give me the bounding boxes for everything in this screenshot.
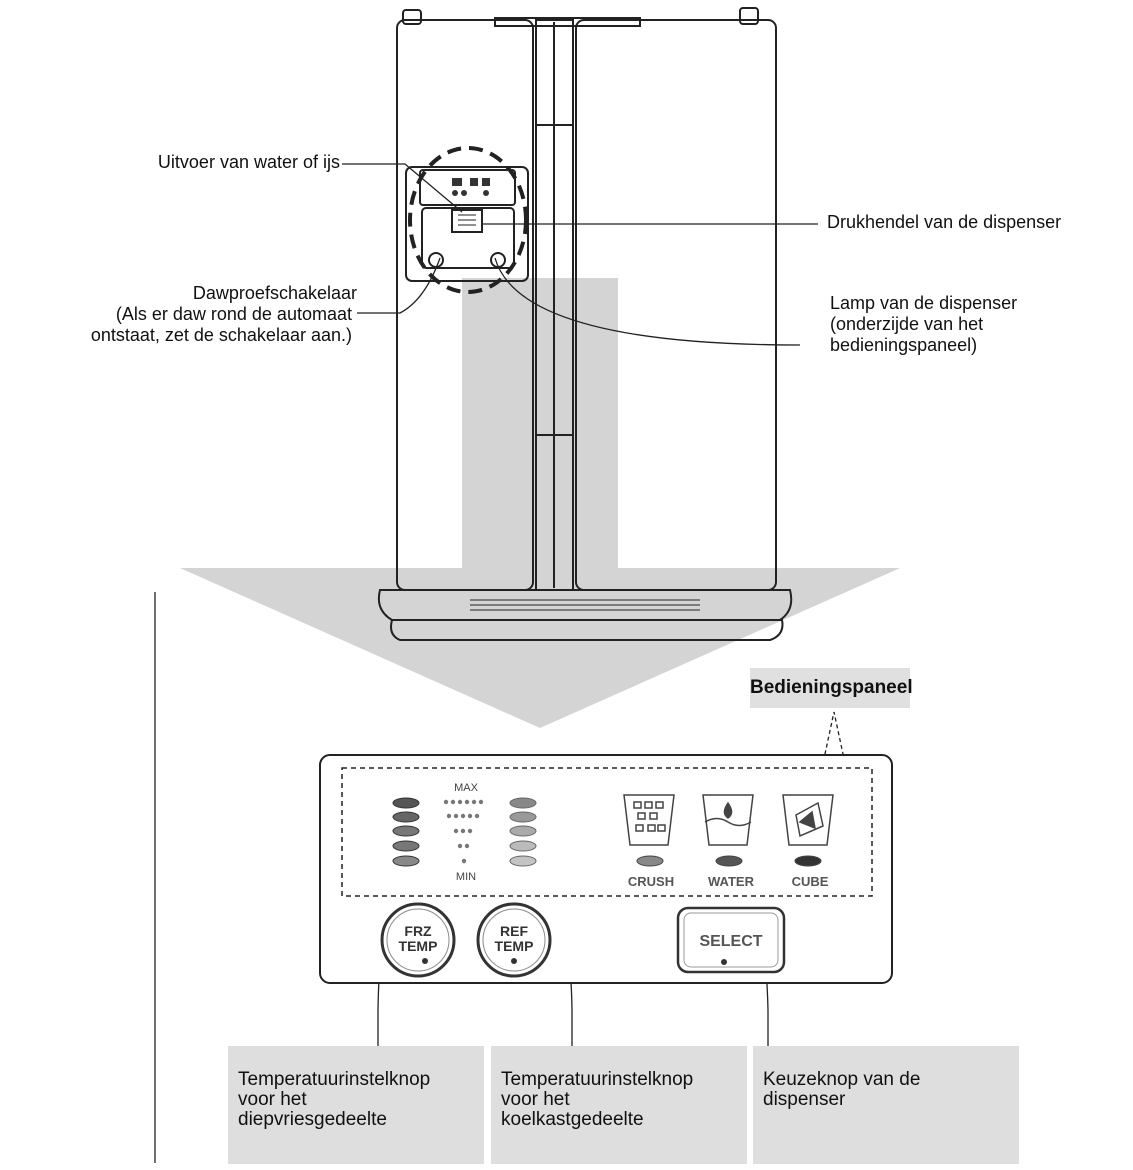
select-description: Keuzeknop van de dispenser xyxy=(753,1046,1019,1164)
select-button-label: SELECT xyxy=(699,933,762,950)
mode-crush-label: CRUSH xyxy=(628,874,674,889)
select-button[interactable]: SELECT xyxy=(676,906,786,974)
max-label: MAX xyxy=(454,782,479,794)
ref-temp-line1: REF xyxy=(500,923,528,939)
panel-display-area xyxy=(341,767,873,897)
dispenser-lamp-label: Lamp van de dispenser (onderzijde van he… xyxy=(830,293,1018,355)
fridge-indicators xyxy=(509,797,537,867)
freezer-indicators xyxy=(392,797,420,867)
crush-icon xyxy=(623,794,675,846)
direction-arrow xyxy=(180,278,900,728)
mode-cube-label: CUBE xyxy=(792,874,829,889)
cube-icon xyxy=(782,794,834,846)
frz-temp-line1: FRZ xyxy=(404,923,432,939)
ref-temp-line2: TEMP xyxy=(495,938,534,954)
level-dots xyxy=(443,799,484,864)
mode-water-label: WATER xyxy=(708,874,755,889)
water-ice-outlet-label: Uitvoer van water of ijs xyxy=(157,152,340,172)
dew-switch-note: (Als er daw rond de automaat ontstaat, z… xyxy=(90,304,352,345)
dispenser-mini-icons xyxy=(452,178,490,196)
min-label: MIN xyxy=(456,871,476,883)
mode-indicators xyxy=(636,855,822,867)
dew-switch-title: Dawproefschakelaar xyxy=(192,283,357,303)
dispenser-lever-label: Drukhendel van de dispenser xyxy=(827,212,1062,232)
water-icon xyxy=(702,794,754,846)
frz-temp-line2: TEMP xyxy=(399,938,438,954)
frz-temp-description: Temperatuurinstelknop voor het diepvries… xyxy=(228,1046,484,1164)
control-panel-title: Bedieningspaneel xyxy=(750,668,913,708)
dispenser-highlight-circle xyxy=(408,146,528,294)
frz-temp-button[interactable]: FRZ TEMP xyxy=(380,902,456,978)
ref-temp-button[interactable]: REF TEMP xyxy=(476,902,552,978)
ref-temp-description: Temperatuurinstelknop voor het koelkastg… xyxy=(491,1046,747,1164)
refrigerator xyxy=(377,7,793,641)
